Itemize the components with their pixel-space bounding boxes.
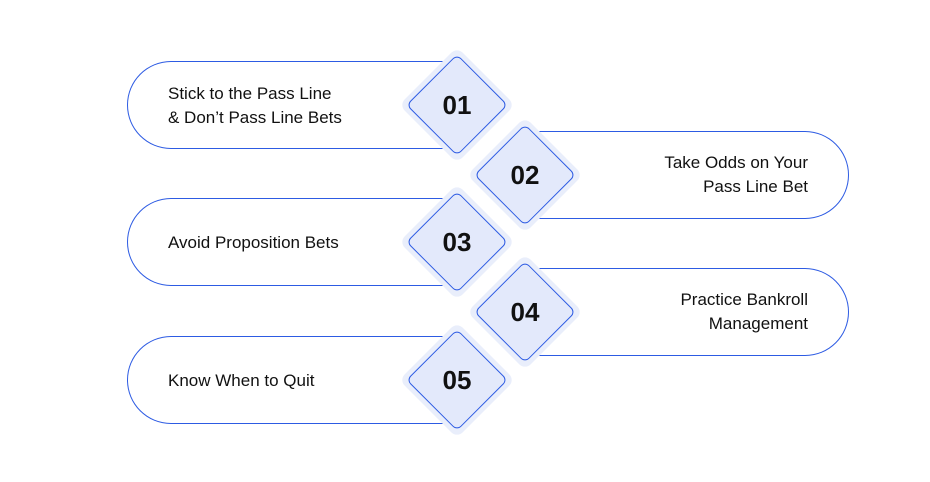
step-3-number: 03 (442, 227, 472, 257)
step-2-label-line-2: Pass Line Bet (703, 177, 808, 196)
step-1-label: Stick to the Pass Line & Don’t Pass Line… (168, 82, 342, 130)
step-3-card: Avoid Proposition Bets (127, 198, 457, 286)
step-2-label-line-1: Take Odds on Your (664, 153, 808, 172)
step-4-label-line-2: Management (708, 314, 808, 333)
step-4-label-line-1: Practice Bankroll (680, 290, 808, 309)
step-1-badge: 01 (399, 47, 515, 163)
step-3-label: Avoid Proposition Bets (168, 231, 339, 255)
step-5-label-line-1: Know When to Quit (168, 371, 315, 390)
step-2-label: Take Odds on Your Pass Line Bet (664, 151, 808, 199)
step-4-label: Practice Bankroll Management (680, 288, 808, 336)
step-1-label-line-1: Stick to the Pass Line (168, 84, 332, 103)
step-5-number: 05 (442, 365, 472, 395)
step-2-card: Take Odds on Your Pass Line Bet (525, 131, 849, 219)
step-1-number: 01 (442, 90, 472, 120)
step-4-number: 04 (510, 297, 540, 327)
step-4-badge: 04 (467, 254, 583, 370)
step-3-label-line-1: Avoid Proposition Bets (168, 233, 339, 252)
step-2-number: 02 (510, 160, 540, 190)
step-5-badge: 05 (399, 322, 515, 438)
step-1-label-line-2: & Don’t Pass Line Bets (168, 108, 342, 127)
step-2-badge: 02 (467, 117, 583, 233)
step-5-label: Know When to Quit (168, 369, 314, 393)
step-3-badge: 03 (399, 184, 515, 300)
